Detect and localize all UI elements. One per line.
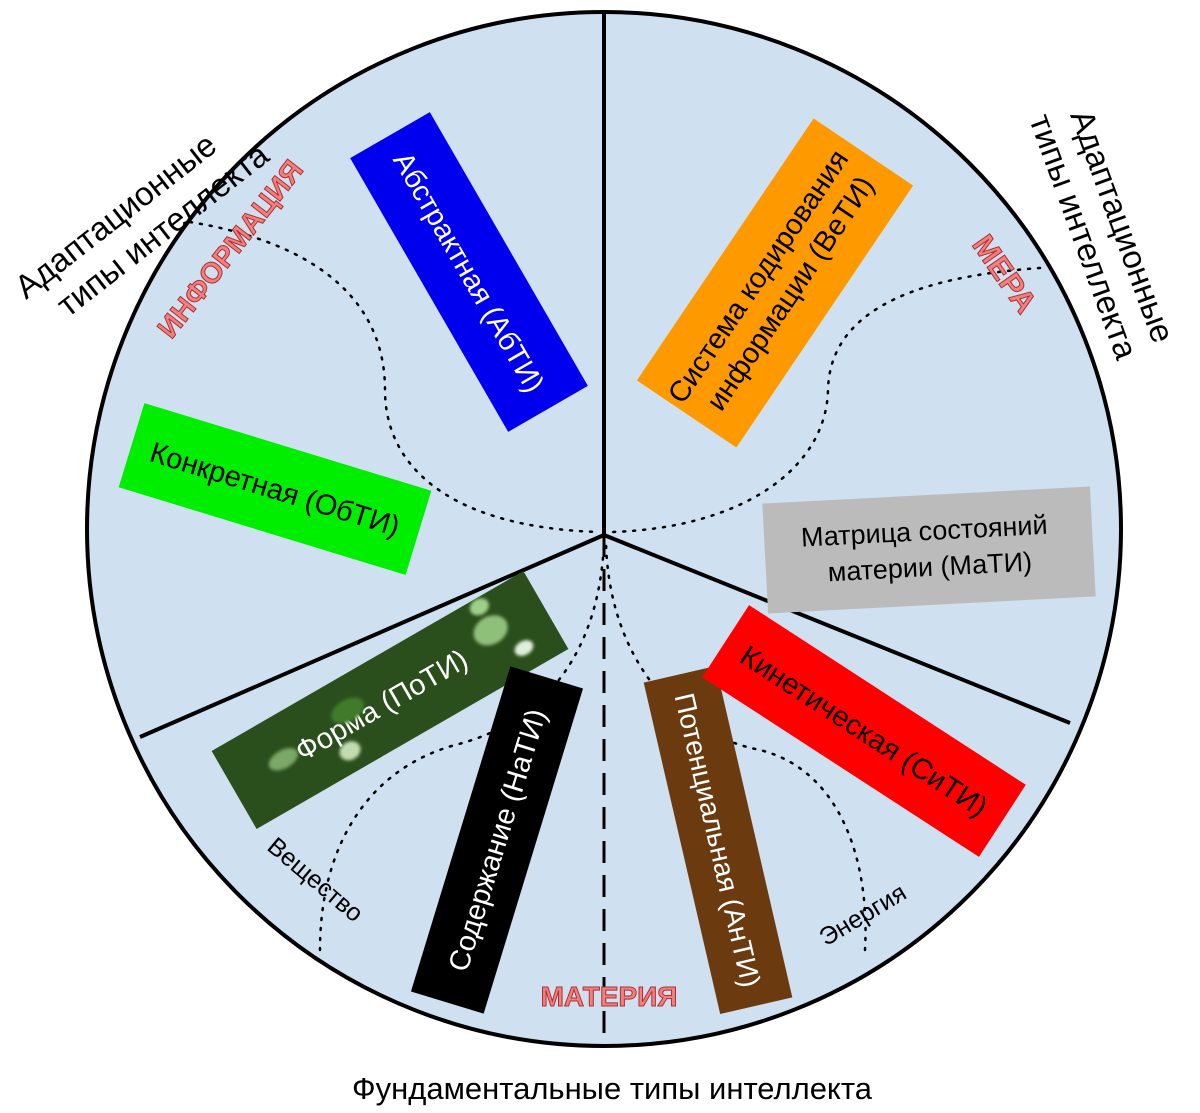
box-content-bg [410, 666, 584, 1014]
box-matrix: Матрица состояний материи (МаТИ) [762, 486, 1096, 614]
blotch [331, 697, 365, 724]
fundamental-label: Фундаментальные типы интеллекта [352, 1071, 873, 1106]
box-coding-bg [636, 118, 914, 448]
divider-left [139, 533, 605, 739]
dotted-arc-information [188, 220, 602, 534]
box-concrete-bg [118, 403, 432, 575]
box-kinetic-bg [702, 605, 1026, 857]
box-abstract-bg [350, 112, 588, 432]
dotted-arc-substance [318, 540, 606, 952]
form-blotches [268, 598, 534, 771]
blotch [339, 741, 361, 761]
blotch [268, 748, 298, 771]
blotch [469, 598, 489, 616]
blotch [473, 615, 508, 646]
sector-label-matter: МАТЕРИЯ [541, 981, 678, 1012]
blotch [514, 640, 534, 656]
divider-right [603, 533, 1071, 725]
box-matrix-bg [762, 486, 1096, 614]
box-potential-bg [643, 666, 793, 1014]
